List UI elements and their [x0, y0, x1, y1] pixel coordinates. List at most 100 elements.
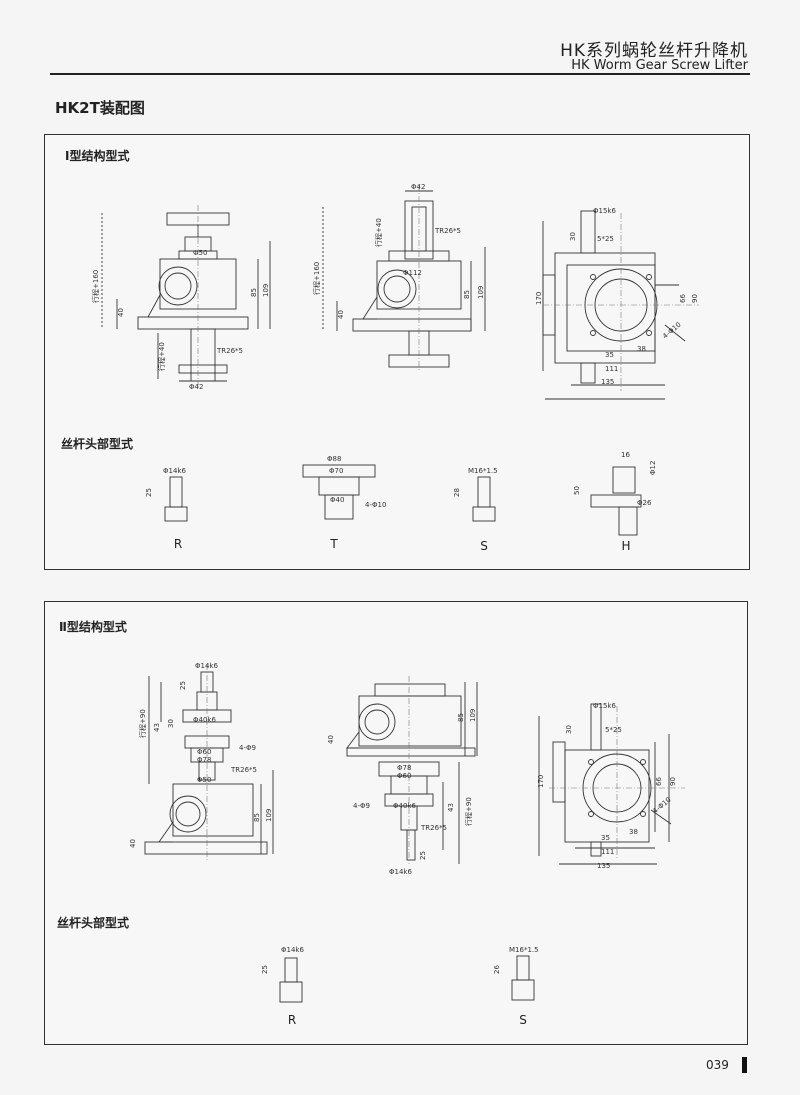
drawing-1c-top-view [542, 210, 686, 400]
drawing-1a-front-view [101, 212, 271, 382]
panel-type-2: Ⅱ型结构型式 [44, 601, 748, 1045]
dim-25-e: 25 [419, 851, 427, 860]
dim-26-s2: 26 [493, 965, 501, 974]
dim-phi42-b: Φ42 [411, 183, 425, 191]
dim-phi50-d: Φ50 [197, 776, 211, 784]
dim-28-s1: 28 [453, 488, 461, 497]
dim-phi50-a: Φ50 [193, 249, 207, 257]
drawing-2a-front-view [144, 671, 274, 855]
section-title-type-1: Ⅰ型结构型式 [65, 149, 130, 163]
drawings-type-1: Φ50 TR26*5 Φ42 行程+160 行程+40 40 85 109 Φ4… [91, 183, 699, 536]
dim-111-c: 111 [605, 365, 618, 373]
head-label-s-1: S [480, 539, 488, 553]
dim-phi60-e: Φ60 [397, 772, 411, 780]
head-label-s-2: S [519, 1013, 527, 1027]
panel-type-1: Ⅰ型结构型式 [44, 134, 750, 570]
head-r-1 [169, 476, 183, 508]
dim-phi12-h1: Φ12 [649, 461, 657, 475]
dim-phi40k6-d: Φ40k6 [193, 716, 216, 724]
dim-35-f: 35 [601, 834, 610, 842]
dim-66-c: 66 [679, 294, 687, 303]
header-rule [50, 73, 750, 75]
dim-holes-f: 4-Φ10 [651, 796, 673, 816]
dim-phi78-d: Φ78 [197, 756, 211, 764]
section-head-title-type-2: 丝杆头部型式 [57, 916, 130, 930]
dim-tr26-b: TR26*5 [434, 227, 461, 235]
page-number: 039 [706, 1058, 729, 1072]
dim-phi40-t1: Φ40 [330, 496, 344, 504]
dim-85-e: 85 [457, 713, 465, 722]
dim-stroke40-b: 行程+40 [374, 218, 383, 247]
dim-holes9-d: 4-Φ9 [239, 744, 256, 752]
drawings-type-2: Φ14k6 25 行程+90 43 30 Φ40k6 4-Φ9 Φ60 Φ78 … [129, 662, 685, 1003]
dim-phi15k6-c: Φ15k6 [593, 207, 616, 215]
dim-40-d: 40 [129, 839, 137, 848]
dim-43-d: 43 [153, 723, 161, 732]
dim-38-f: 38 [629, 828, 638, 836]
head-label-h-1: H [621, 539, 631, 553]
section-head-title-type-1: 丝杆头部型式 [61, 437, 134, 451]
dim-phi112-b: Φ112 [403, 269, 422, 277]
head-label-r-2: R [287, 1013, 297, 1027]
dim-5x25-f: 5*25 [605, 726, 622, 734]
dim-phi26-h1: Φ26 [637, 499, 652, 507]
dim-111-f: 111 [601, 848, 614, 856]
dim-90-c: 90 [691, 294, 699, 303]
dim-holes-c: 4-Φ10 [661, 321, 683, 341]
dim-30-f: 30 [565, 725, 573, 734]
dim-phi42-a: Φ42 [189, 383, 203, 391]
dim-85-b: 85 [463, 290, 471, 299]
dim-tr26-e: TR26*5 [420, 824, 447, 832]
dim-109-e: 109 [469, 709, 477, 722]
page-number-bar [742, 1057, 747, 1073]
dim-90-f: 90 [669, 777, 677, 786]
dim-phi14k6-e: Φ14k6 [389, 868, 412, 876]
dim-stroke160-a: 行程+160 [91, 270, 100, 303]
dim-40-a: 40 [117, 308, 125, 317]
page-title: HK2T装配图 [55, 99, 145, 117]
dim-phi78-e: Φ78 [397, 764, 411, 772]
head-s-1 [477, 476, 491, 508]
header-title-en: HK Worm Gear Screw Lifter [571, 58, 748, 73]
drawing-1b-front-view [322, 190, 486, 368]
dim-16-h1: 16 [621, 451, 630, 459]
dim-30-d: 30 [167, 719, 175, 728]
dim-85-a: 85 [250, 288, 258, 297]
dim-85-d: 85 [253, 813, 261, 822]
head-r-2 [284, 957, 298, 983]
dim-40-b: 40 [337, 310, 345, 319]
dim-tr26-a: TR26*5 [216, 347, 243, 355]
dim-stroke90-d: 行程+90 [138, 709, 147, 738]
dim-phi14k6-d: Φ14k6 [195, 662, 218, 670]
dim-5x25-c: 5*25 [597, 235, 614, 243]
dim-66-f: 66 [655, 777, 663, 786]
dim-109-a: 109 [262, 284, 270, 297]
dim-25-r2: 25 [261, 965, 269, 974]
dim-phi40k6-e: Φ40k6 [393, 802, 416, 810]
dim-170-f: 170 [537, 775, 545, 788]
dim-25-d: 25 [179, 681, 187, 690]
dim-35-c: 35 [605, 351, 614, 359]
dim-stroke160-b: 行程+160 [312, 262, 321, 295]
dim-38-c: 38 [637, 345, 646, 353]
dim-43-e: 43 [447, 803, 455, 812]
dim-phi14k6-r2: Φ14k6 [281, 946, 304, 954]
dim-phi88-t1: Φ88 [327, 455, 341, 463]
head-label-r-1: R [173, 537, 183, 551]
dim-109-d: 109 [265, 809, 273, 822]
dim-holes-t1: 4-Φ10 [365, 501, 386, 509]
head-label-t-1: T [330, 537, 338, 551]
dim-phi70-t1: Φ70 [329, 467, 343, 475]
dim-50-h1: 50 [573, 486, 581, 495]
dim-40-e: 40 [327, 735, 335, 744]
dim-tr26-d: TR26*5 [230, 766, 257, 774]
head-h-1 [612, 466, 636, 494]
head-s-2 [516, 955, 530, 981]
dim-135-c: 135 [601, 378, 614, 386]
dim-stroke40-a: 行程+40 [157, 342, 166, 371]
dim-m16-s2: M16*1.5 [509, 946, 539, 954]
header-title-cn: HK系列蜗轮丝杆升降机 [560, 41, 748, 61]
dim-phi15k6-f: Φ15k6 [593, 702, 616, 710]
dim-30-c: 30 [569, 232, 577, 241]
dim-m16-s1: M16*1.5 [468, 467, 498, 475]
